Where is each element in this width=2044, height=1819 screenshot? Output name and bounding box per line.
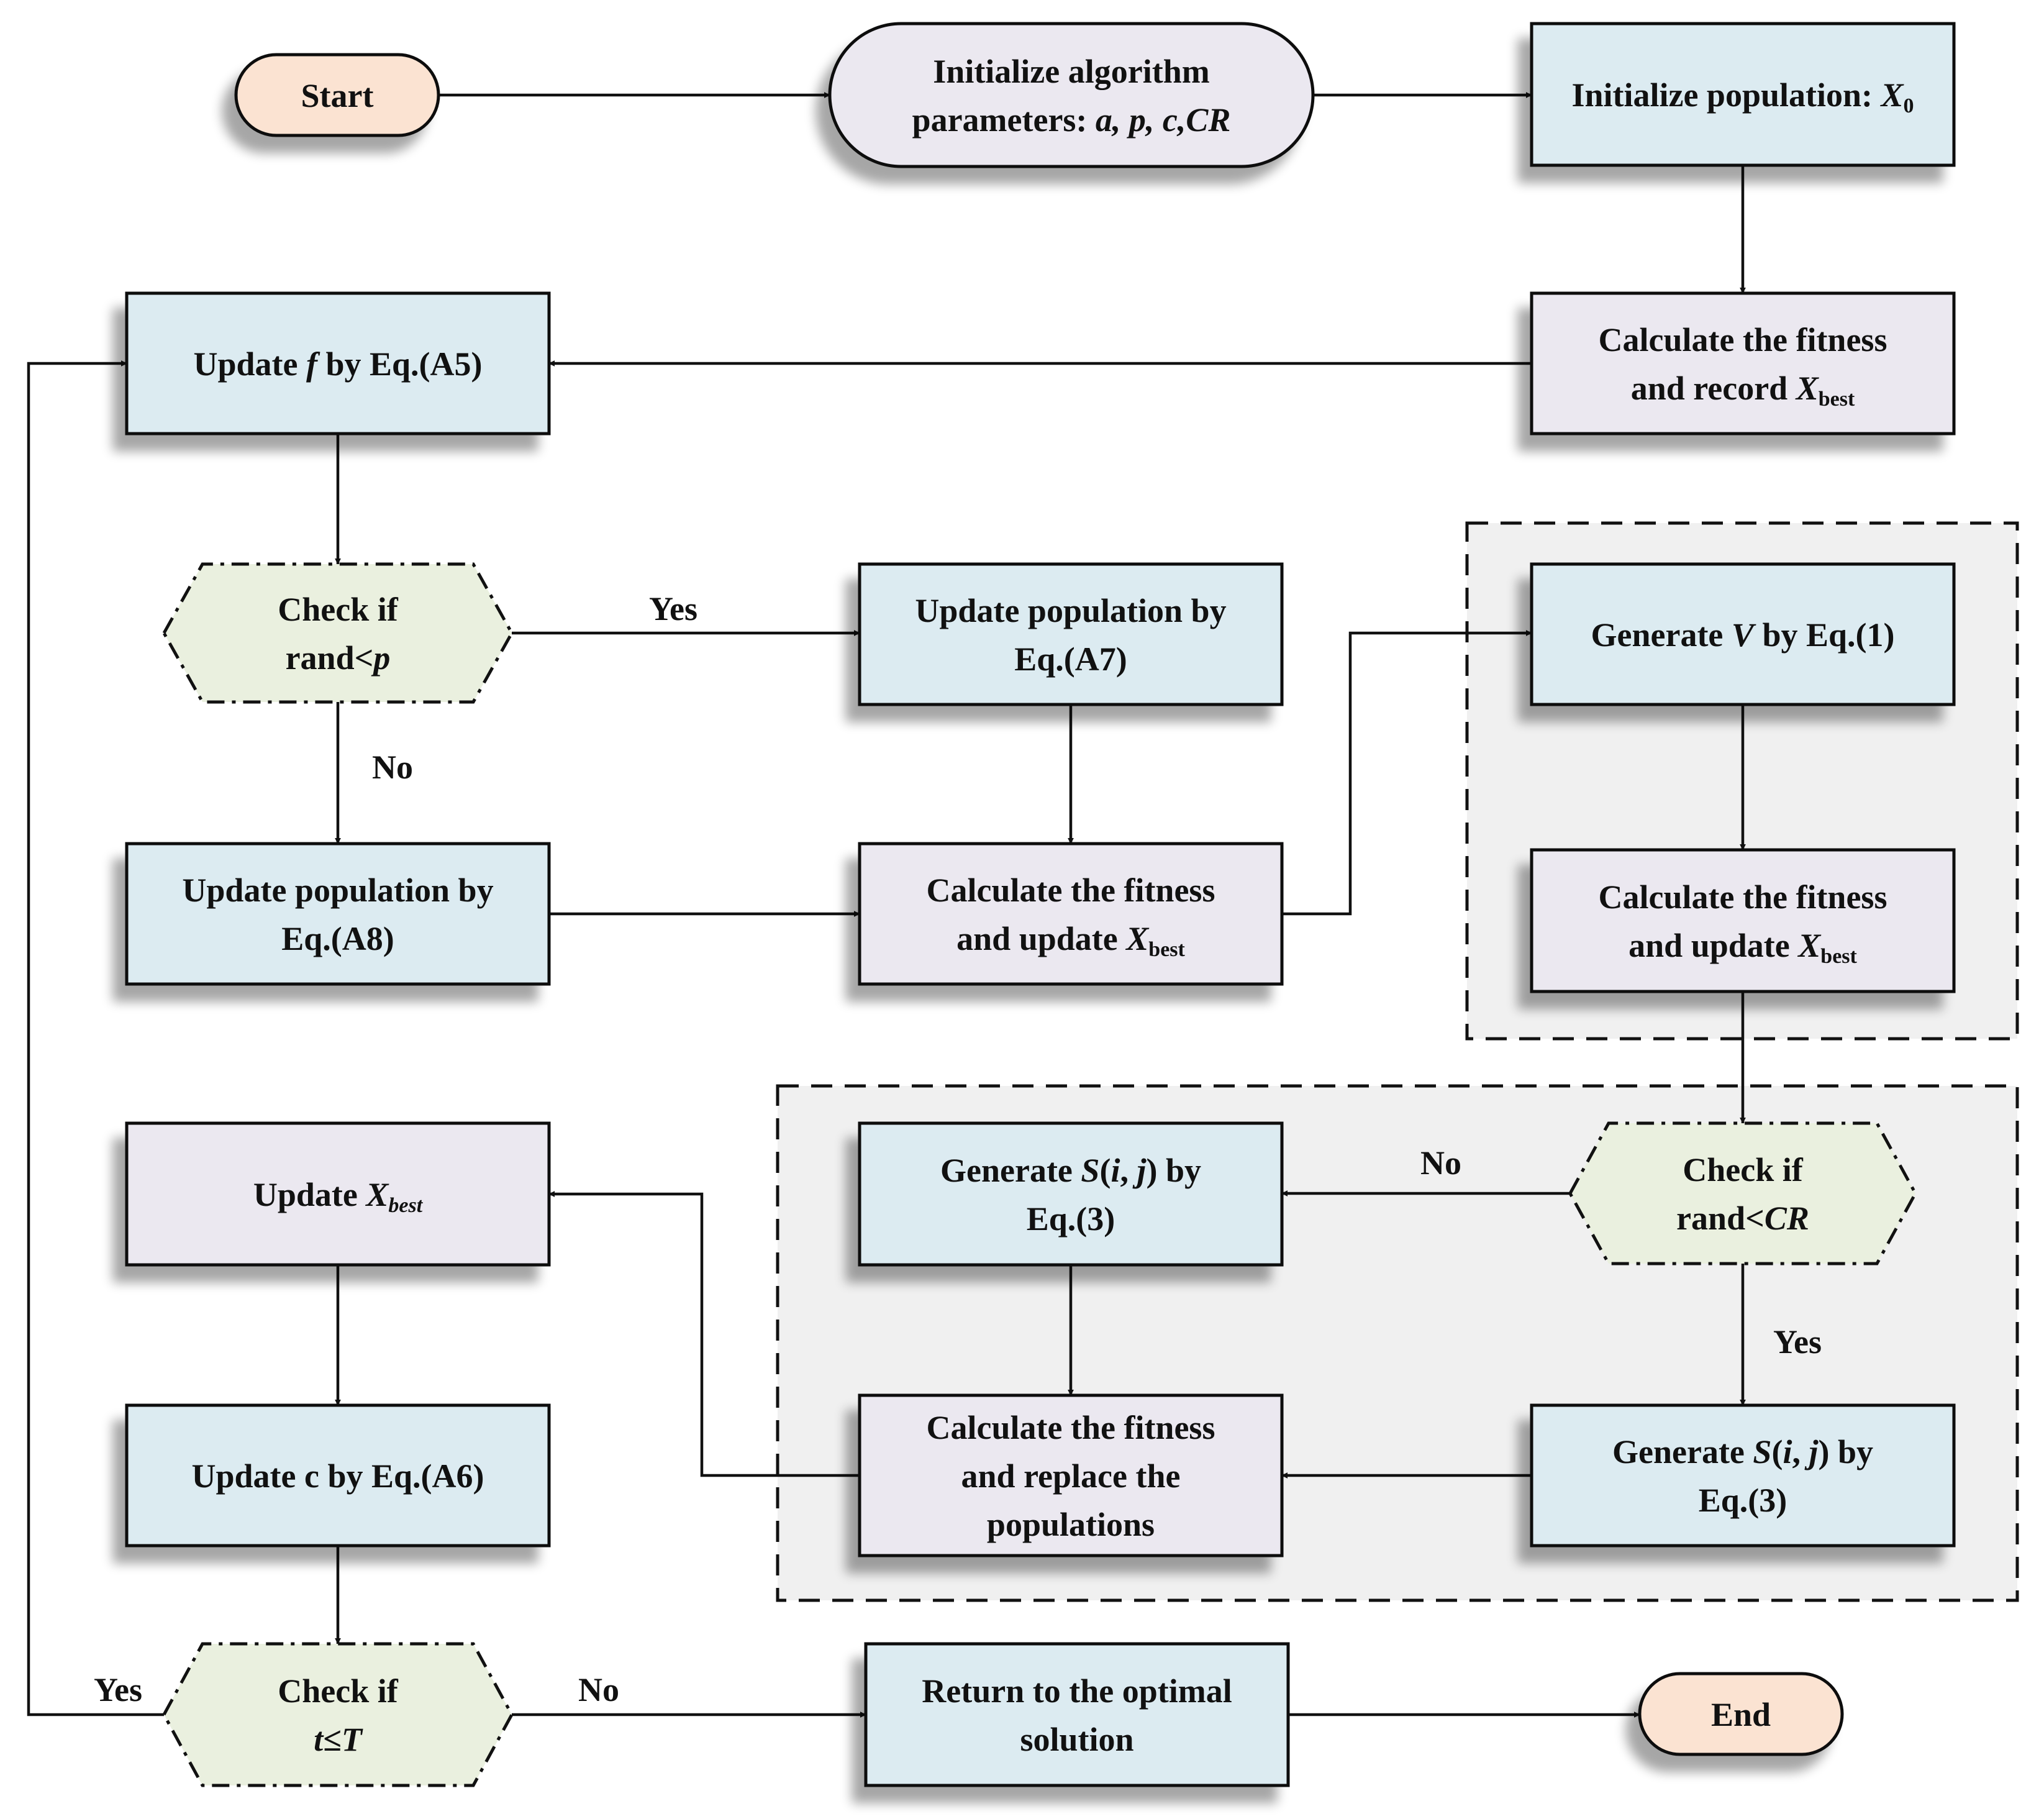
calc-update-right-shape (1530, 848, 1956, 993)
end-node: End (1638, 1672, 1844, 1756)
generate-v-node: Generate V by Eq.(1) (1530, 562, 1956, 706)
init-pop-shape (1530, 22, 1956, 167)
edge-label-cr-no: No (1420, 1144, 1461, 1182)
init-pop-label: Initialize population: X0 (1571, 76, 1914, 117)
edge-label-t-yes: Yes (94, 1671, 142, 1708)
gen-s-right-shape (1530, 1403, 1956, 1548)
init-pop-node: Initialize population: X0 (1530, 22, 1956, 167)
arrow-calc-mid-to-gen-v (1282, 630, 1532, 916)
calc-replace-shape (858, 1393, 1284, 1557)
generate-v-shape (1530, 562, 1956, 706)
update-xbest-shape (125, 1121, 551, 1267)
arrow-check-t-yes-loop (27, 360, 164, 1716)
start-shape (234, 53, 440, 137)
update-a7-shape (858, 562, 1284, 706)
return-opt-shape (864, 1642, 1290, 1787)
init-params-shape (828, 22, 1315, 168)
edge-label-p-no: No (372, 749, 413, 786)
update-f-node: Update f by Eq.(A5) (125, 291, 551, 435)
update-c-node: Update c by Eq.(A6) (125, 1403, 551, 1548)
end-shape (1638, 1672, 1844, 1756)
generate-v-label: Generate V by Eq.(1) (1591, 616, 1895, 654)
update-f-label: Update f by Eq.(A5) (193, 345, 482, 383)
edge-label-p-yes: Yes (649, 590, 697, 627)
end-label: End (1711, 1696, 1771, 1733)
update-xbest-node: Update Xbest (125, 1121, 551, 1267)
update-c-label: Update c by Eq.(A6) (191, 1457, 484, 1495)
check-p-shape (162, 562, 514, 704)
calc-record-shape (1530, 291, 1956, 435)
edge-label-cr-yes: Yes (1773, 1323, 1822, 1361)
connectors (27, 92, 1746, 1718)
calc-update-mid-shape (858, 842, 1284, 986)
check-t-shape (162, 1642, 514, 1787)
arrow-replace-to-xbest (548, 1191, 860, 1477)
edge-label-t-no: No (578, 1671, 619, 1708)
update-xbest-label: Update Xbest (253, 1176, 424, 1217)
update-c-shape (125, 1403, 551, 1548)
start-label: Start (301, 77, 374, 114)
edge-labels: Yes No No Yes Yes No (94, 590, 1822, 1708)
gen-s-mid-shape (858, 1121, 1284, 1267)
update-f-shape (125, 291, 551, 435)
check-cr-shape (1568, 1121, 1917, 1265)
update-a8-shape (125, 842, 551, 986)
start-node: Start (234, 53, 440, 137)
